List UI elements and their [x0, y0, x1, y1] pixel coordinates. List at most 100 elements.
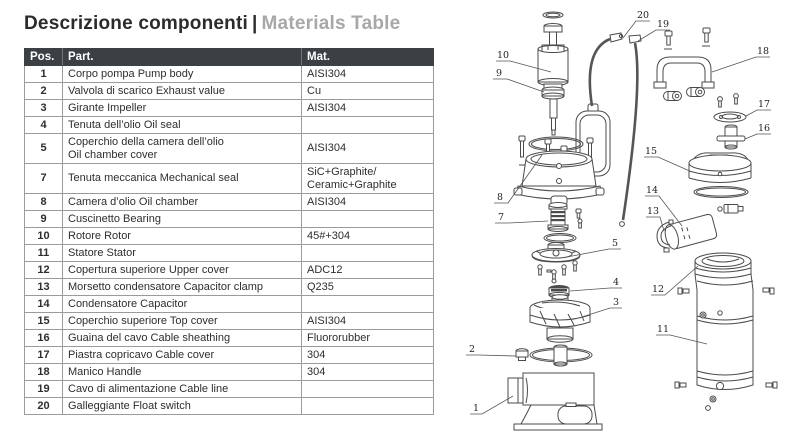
cell-mat: AISI304 — [301, 99, 434, 117]
leader-line-9 — [493, 78, 545, 93]
cable-line-drawing — [588, 32, 642, 227]
cell-pos: 14 — [24, 295, 63, 313]
col-header-part: Part. — [62, 48, 302, 66]
col-header-pos: Pos. — [24, 48, 63, 66]
callout-11: 11 — [657, 324, 669, 335]
cell-part: Rotore Rotor — [62, 227, 302, 245]
cell-pos: 11 — [24, 244, 63, 262]
cell-mat: Fluororubber — [301, 329, 434, 347]
leader-line-19 — [637, 29, 670, 42]
leader-line-5 — [566, 248, 621, 258]
exploded-diagram: 20 19 18 17 16 15 14 13 12 11 10 9 8 7 5… — [466, 10, 778, 431]
cable-cover-drawing — [713, 93, 747, 123]
leader-line-8 — [494, 154, 543, 204]
cell-part: Morsetto condensatore Capacitor clamp — [62, 278, 302, 296]
stator-drawing — [674, 273, 778, 411]
cell-pos: 8 — [24, 193, 63, 211]
callout-17: 17 — [758, 99, 770, 110]
cell-mat: AISI304 — [301, 193, 434, 211]
cell-part: Girante Impeller — [62, 99, 302, 117]
leader-line-17 — [745, 109, 771, 117]
oil-chamber-cover-drawing — [531, 242, 581, 284]
callout-9: 9 — [496, 68, 502, 79]
screw-icon — [677, 287, 775, 295]
capacitor-drawing — [664, 213, 718, 250]
cell-pos: 1 — [24, 65, 63, 83]
cell-mat — [301, 295, 434, 313]
leader-line-13 — [646, 216, 665, 232]
callout-16: 16 — [758, 123, 770, 134]
cell-mat — [301, 380, 434, 398]
callout-15: 15 — [645, 146, 657, 157]
cell-mat: 304 — [301, 346, 434, 364]
cell-mat: 304 — [301, 363, 434, 381]
cell-pos: 17 — [24, 346, 63, 364]
cell-mat: SiC+Graphite/ Ceramic+Graphite — [301, 163, 434, 194]
callout-2: 2 — [469, 344, 475, 355]
callout-1: 1 — [473, 403, 479, 414]
cell-part: Galleggiante Float switch — [62, 397, 302, 415]
title-separator: | — [252, 13, 258, 34]
cell-mat: AISI304 — [301, 65, 434, 83]
title-secondary: Materials Table — [261, 13, 401, 34]
callout-10: 10 — [497, 50, 509, 61]
cell-part: Corpo pompa Pump body — [62, 65, 302, 83]
bearing-drawing — [541, 83, 565, 136]
callout-8: 8 — [497, 192, 503, 203]
cell-part: Tenuta meccanica Mechanical seal — [62, 163, 302, 194]
leader-line-16 — [744, 133, 771, 140]
callout-5: 5 — [612, 238, 618, 249]
cell-part: Piastra copricavo Cable cover — [62, 346, 302, 364]
leader-line-15 — [644, 156, 693, 173]
cell-mat — [301, 244, 434, 262]
callout-13: 13 — [647, 206, 659, 217]
cell-pos: 13 — [24, 278, 63, 296]
bushing-icon — [663, 87, 705, 101]
cell-pos: 20 — [24, 397, 63, 415]
handle-drawing — [653, 27, 715, 101]
leader-line-7 — [495, 220, 549, 224]
leader-line-12 — [651, 265, 699, 296]
callout-4: 4 — [613, 277, 619, 288]
leader-line-1 — [470, 395, 514, 415]
leader-line-10 — [496, 60, 552, 73]
cell-part: Cavo di alimentazione Cable line — [62, 380, 302, 398]
leader-line-14 — [645, 195, 683, 227]
leader-line-3 — [581, 307, 622, 318]
cable-sheathing-drawing — [716, 124, 746, 150]
col-header-mat: Mat. — [301, 48, 434, 66]
leader-line-2 — [466, 354, 517, 357]
callout-12: 12 — [652, 284, 664, 295]
cell-pos: 10 — [24, 227, 63, 245]
cell-part: Camera d’olio Oil chamber — [62, 193, 302, 211]
pump-body-drawing — [507, 372, 603, 431]
leader-line-20 — [622, 20, 650, 39]
callout-19: 19 — [657, 19, 669, 30]
cell-pos: 5 — [24, 133, 63, 164]
title-primary: Descrizione componenti — [24, 13, 248, 34]
cell-part: Tenuta dell’olio Oil seal — [62, 116, 302, 134]
cell-mat: AISI304 — [301, 312, 434, 330]
cell-part: Coperchio superiore Top cover — [62, 312, 302, 330]
screw-icon — [674, 381, 778, 411]
mechanical-seal-drawing — [543, 202, 583, 243]
screw-icon — [664, 27, 711, 50]
cell-pos: 15 — [24, 312, 63, 330]
callout-14: 14 — [646, 185, 658, 196]
impeller-drawing — [529, 294, 591, 343]
cell-mat: 45#+304 — [301, 227, 434, 245]
callout-18: 18 — [757, 46, 769, 57]
